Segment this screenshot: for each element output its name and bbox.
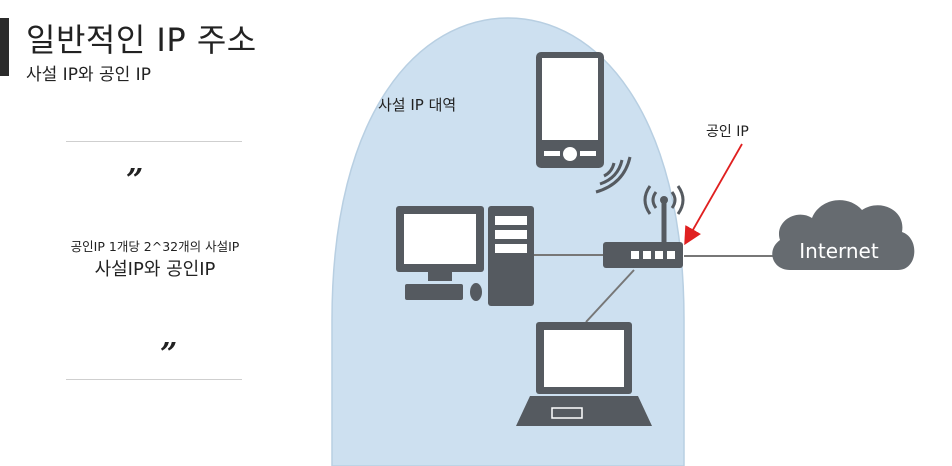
internet-label: Internet: [799, 239, 879, 263]
public-ip-label: 공인 IP: [706, 124, 749, 140]
private-range-label: 사설 IP 대역: [378, 96, 456, 114]
router-icon: [603, 242, 683, 268]
public-ip-arrow: [686, 144, 742, 242]
laptop-icon: [516, 322, 652, 426]
smartphone-icon: [536, 52, 604, 168]
